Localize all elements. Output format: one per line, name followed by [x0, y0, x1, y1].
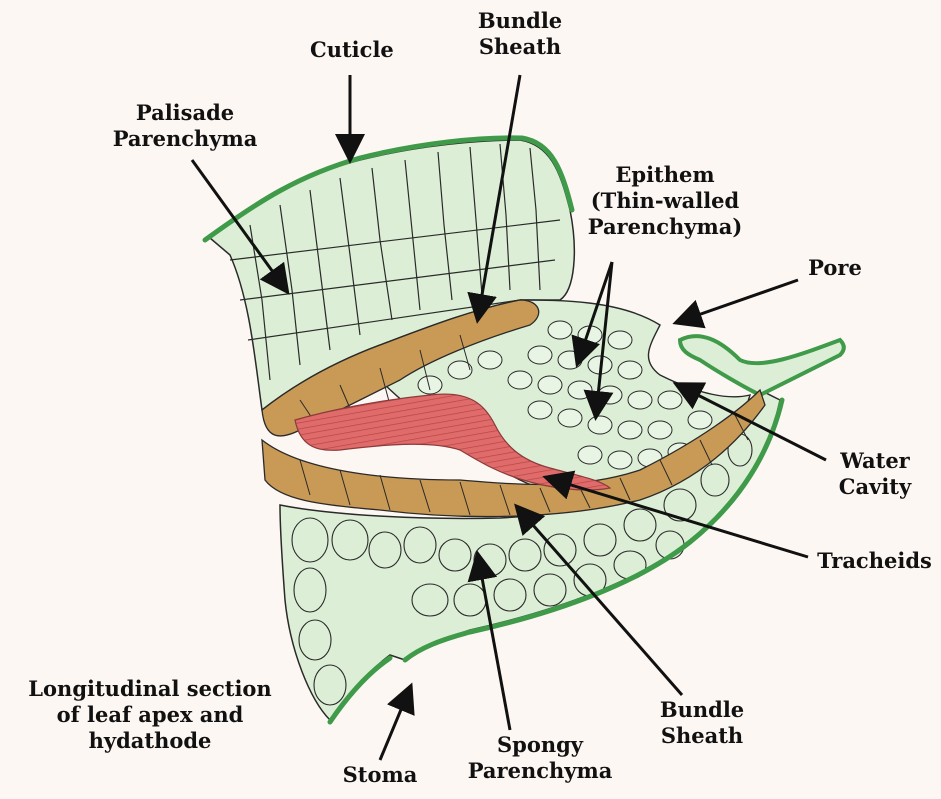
label-epithem-line3: Parenchyma) [565, 214, 765, 240]
label-spongy-line2: Parenchyma [460, 758, 620, 784]
label-bundle-sheath-top: Bundle Sheath [470, 8, 570, 60]
label-epithem-line1: Epithem [565, 162, 765, 188]
caption-line1: Longitudinal section [15, 676, 285, 702]
label-tracheids: Tracheids [812, 548, 937, 574]
label-epithem-line2: (Thin-walled [565, 188, 765, 214]
arrow-stoma [380, 688, 410, 760]
label-water-cavity-line2: Cavity [830, 474, 920, 500]
label-bundle-sheath-bottom-line1: Bundle [652, 697, 752, 723]
leaf-tip [680, 336, 844, 395]
label-stoma: Stoma [335, 762, 425, 788]
label-palisade-line1: Palisade [100, 100, 270, 126]
label-water-cavity-line1: Water [830, 448, 920, 474]
arrow-pore [678, 280, 798, 322]
label-bundle-sheath-bottom: Bundle Sheath [652, 697, 752, 749]
label-epithem: Epithem (Thin-walled Parenchyma) [565, 162, 765, 240]
caption-line3: hydathode [15, 728, 285, 754]
diagram-caption: Longitudinal section of leaf apex and hy… [15, 676, 285, 754]
label-cuticle: Cuticle [310, 37, 390, 63]
label-water-cavity: Water Cavity [830, 448, 920, 500]
label-bundle-sheath-top-line2: Sheath [470, 34, 570, 60]
label-palisade-line2: Parenchyma [100, 126, 270, 152]
caption-line2: of leaf apex and [15, 702, 285, 728]
label-bundle-sheath-top-line1: Bundle [470, 8, 570, 34]
label-spongy-parenchyma: Spongy Parenchyma [460, 732, 620, 784]
label-cuticle-text: Cuticle [310, 37, 390, 63]
label-palisade-parenchyma: Palisade Parenchyma [100, 100, 270, 152]
label-pore-text: Pore [800, 255, 870, 281]
label-bundle-sheath-bottom-line2: Sheath [652, 723, 752, 749]
label-stoma-text: Stoma [335, 762, 425, 788]
label-spongy-line1: Spongy [460, 732, 620, 758]
label-pore: Pore [800, 255, 870, 281]
label-tracheids-text: Tracheids [812, 548, 937, 574]
